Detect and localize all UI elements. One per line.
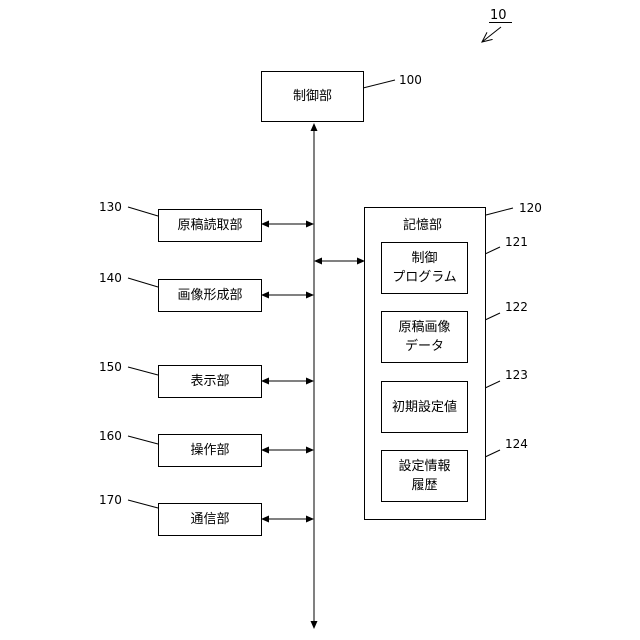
image-former-label: 画像形成部 — [177, 286, 242, 305]
ref-100-leader — [363, 80, 395, 88]
ref-130-leader — [128, 207, 158, 216]
ref-160-leader — [128, 436, 158, 444]
reader-ref-number: 130 — [99, 200, 122, 214]
image-former-ref-number: 140 — [99, 271, 122, 285]
figure-ref-arrow — [482, 27, 501, 42]
display-block: 表示部 — [158, 365, 262, 398]
ref-150-leader — [128, 367, 158, 375]
settings-history-block: 設定情報 履歴 — [381, 450, 468, 502]
display-label: 表示部 — [190, 372, 229, 391]
image-former-block: 画像形成部 — [158, 279, 262, 312]
storage-label: 記憶部 — [403, 218, 442, 234]
control-program-label-line-1: 制御 — [411, 249, 437, 268]
control-program-ref-number: 121 — [505, 235, 528, 249]
operation-ref-number: 160 — [99, 429, 122, 443]
controller-block: 制御部 — [261, 71, 364, 122]
display-ref-number: 150 — [99, 360, 122, 374]
initial-settings-block: 初期設定値 — [381, 381, 468, 433]
settings-history-label-line-2: 履歴 — [411, 476, 437, 495]
reader-block: 原稿読取部 — [158, 209, 262, 242]
communication-label: 通信部 — [190, 510, 229, 529]
initial-settings-label: 初期設定値 — [392, 398, 457, 417]
communication-ref-number: 170 — [99, 493, 122, 507]
control-program-block: 制御 プログラム — [381, 242, 468, 294]
reader-label: 原稿読取部 — [177, 216, 242, 235]
storage-ref-number: 120 — [519, 201, 542, 215]
communication-block: 通信部 — [158, 503, 262, 536]
original-image-data-label-line-2: データ — [405, 337, 444, 356]
controller-ref-number: 100 — [399, 73, 422, 87]
operation-label: 操作部 — [190, 441, 229, 460]
settings-history-label-line-1: 設定情報 — [398, 457, 450, 476]
ref-170-leader — [128, 500, 158, 508]
figure-ref-number: 10 — [490, 9, 507, 23]
ref-120-leader — [486, 208, 513, 215]
original-image-data-block: 原稿画像 データ — [381, 311, 468, 363]
controller-label: 制御部 — [293, 87, 332, 106]
settings-history-ref-number: 124 — [505, 437, 528, 451]
operation-block: 操作部 — [158, 434, 262, 467]
control-program-label-line-2: プログラム — [392, 268, 457, 287]
original-image-data-ref-number: 122 — [505, 300, 528, 314]
initial-settings-ref-number: 123 — [505, 368, 528, 382]
original-image-data-label-line-1: 原稿画像 — [398, 318, 450, 337]
ref-140-leader — [128, 278, 158, 287]
